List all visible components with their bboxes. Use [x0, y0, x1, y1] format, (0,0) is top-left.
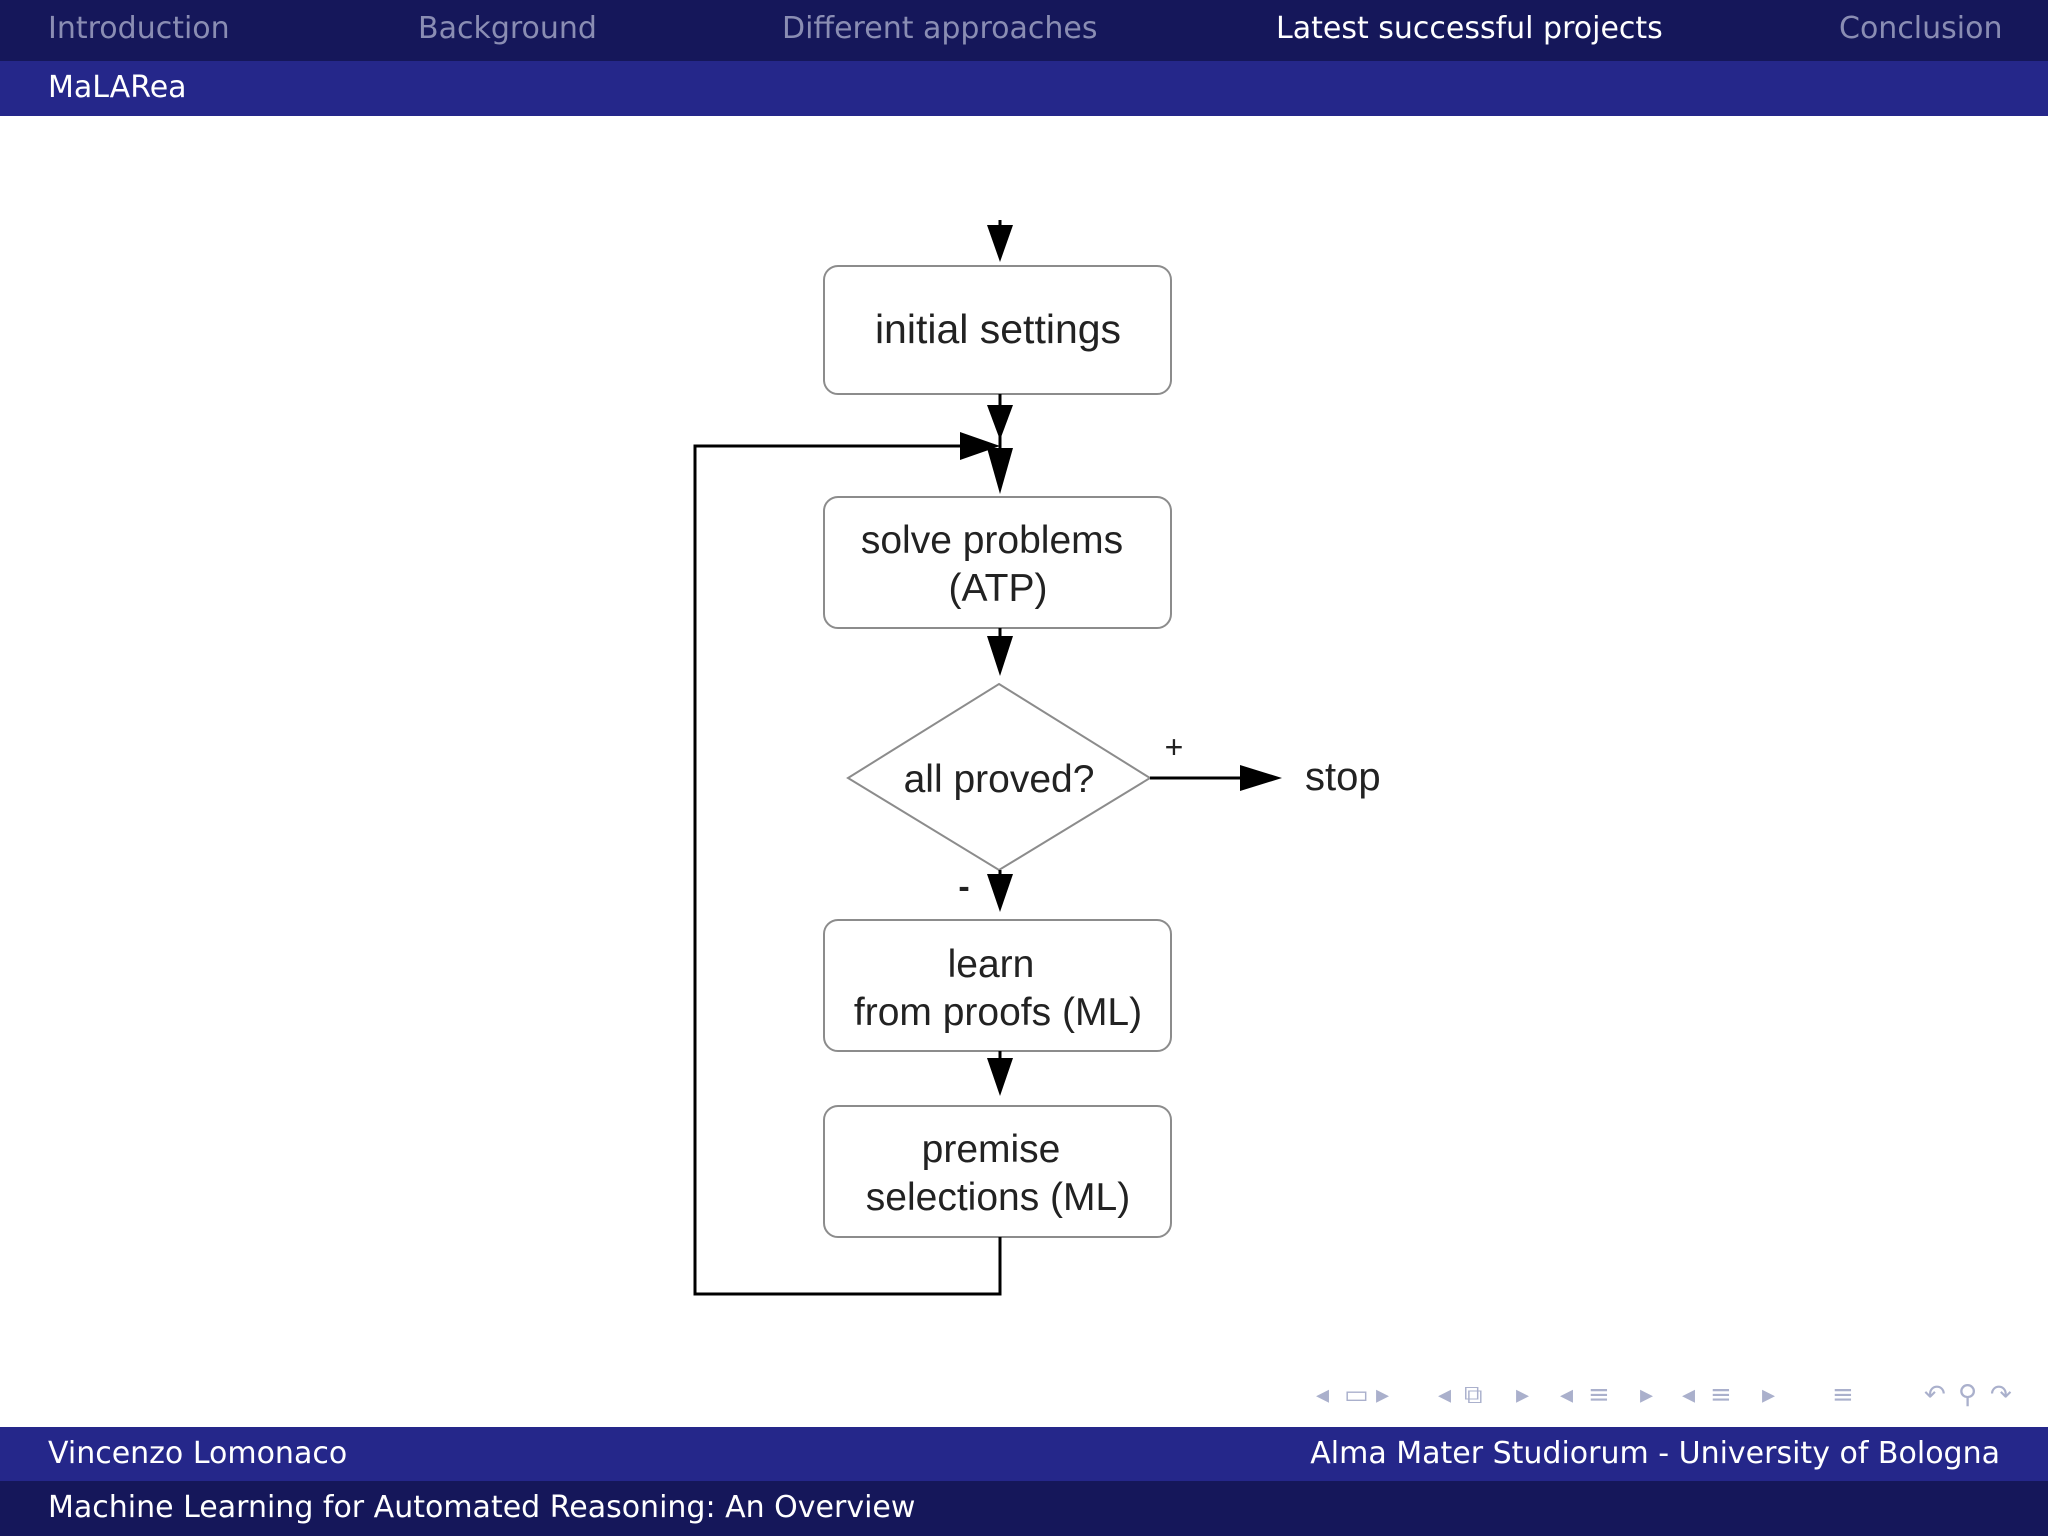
institution-name: Alma Mater Studiorum - University of Bol… — [1310, 1436, 2000, 1471]
arrow-solve-to-decision — [987, 628, 1013, 676]
minus-label: - — [958, 868, 969, 906]
arrow-left-icon[interactable]: ◂ — [1682, 1380, 1696, 1410]
beamer-navigation-controls: ◂ ▭ ▸ ◂ ⧉ ▸ ◂ ≡ ▸ ◂ ≡ ▸ ≡ ↶ ⚲ ↷ — [1300, 1375, 2040, 1415]
solve-problems-line1: solve problems — [861, 519, 1123, 562]
premise-selections-box — [823, 1105, 1172, 1238]
author-name: Vincenzo Lomonaco — [48, 1436, 348, 1471]
solve-problems-box — [823, 496, 1172, 629]
slides-icon[interactable]: ⧉ — [1464, 1380, 1483, 1410]
learn-from-proofs-box — [823, 919, 1172, 1052]
entry-arrow — [987, 220, 1013, 262]
arrow-initial-to-solve — [987, 394, 1013, 494]
solve-problems-line2: (ATP) — [949, 567, 1048, 610]
section-navigation-bar: Introduction Background Different approa… — [0, 0, 2048, 61]
footer-title-bar: Machine Learning for Automated Reasoning… — [0, 1481, 2048, 1536]
arrow-left-icon[interactable]: ◂ — [1560, 1380, 1574, 1410]
presentation-title: Machine Learning for Automated Reasoning… — [48, 1490, 916, 1525]
malarea-flowchart: initial settings solve problems (ATP) al… — [693, 220, 1381, 1296]
learn-line2: from proofs (ML) — [854, 991, 1142, 1034]
learn-line1: learn — [948, 943, 1035, 986]
initial-settings-box — [823, 265, 1172, 395]
frame-icon[interactable]: ▭ — [1344, 1380, 1369, 1410]
arrow-decision-to-learn — [987, 870, 1013, 912]
undo-icon[interactable]: ↶ — [1924, 1380, 1946, 1410]
feedback-loop-arrow — [693, 432, 1002, 1296]
nav-section-conclusion[interactable]: Conclusion — [1839, 11, 2003, 46]
arrow-left-icon[interactable]: ◂ — [1438, 1380, 1452, 1410]
nav-section-different-approaches[interactable]: Different approaches — [782, 11, 1098, 46]
footer-author-bar: Vincenzo Lomonaco Alma Mater Studiorum -… — [0, 1427, 2048, 1481]
arrow-right-icon[interactable]: ▸ — [1376, 1380, 1390, 1410]
arrow-right-icon[interactable]: ▸ — [1640, 1380, 1654, 1410]
nav-section-introduction[interactable]: Introduction — [48, 11, 230, 46]
section-icon[interactable]: ≡ — [1710, 1380, 1732, 1410]
redo-icon[interactable]: ↷ — [1990, 1380, 2012, 1410]
arrow-learn-to-premise — [987, 1051, 1013, 1096]
premise-line1: premise — [922, 1128, 1061, 1171]
arrow-decision-to-stop — [1150, 765, 1282, 791]
plus-label: + — [1165, 729, 1184, 765]
subsection-bar: MaLARea — [0, 61, 2048, 116]
initial-settings-text: initial settings — [875, 306, 1121, 352]
subsection-title: MaLARea — [48, 70, 187, 105]
stop-label: stop — [1305, 755, 1381, 799]
nav-section-background[interactable]: Background — [418, 11, 597, 46]
arrow-right-icon[interactable]: ▸ — [1516, 1380, 1530, 1410]
nav-section-latest-successful-projects[interactable]: Latest successful projects — [1276, 11, 1663, 46]
align-icon[interactable]: ≡ — [1832, 1380, 1854, 1410]
premise-line2: selections (ML) — [866, 1176, 1130, 1219]
subsection-icon[interactable]: ≡ — [1588, 1380, 1610, 1410]
search-icon[interactable]: ⚲ — [1958, 1380, 1978, 1410]
all-proved-text: all proved? — [904, 758, 1095, 801]
arrow-left-icon[interactable]: ◂ — [1316, 1380, 1330, 1410]
arrow-right-icon[interactable]: ▸ — [1762, 1380, 1776, 1410]
